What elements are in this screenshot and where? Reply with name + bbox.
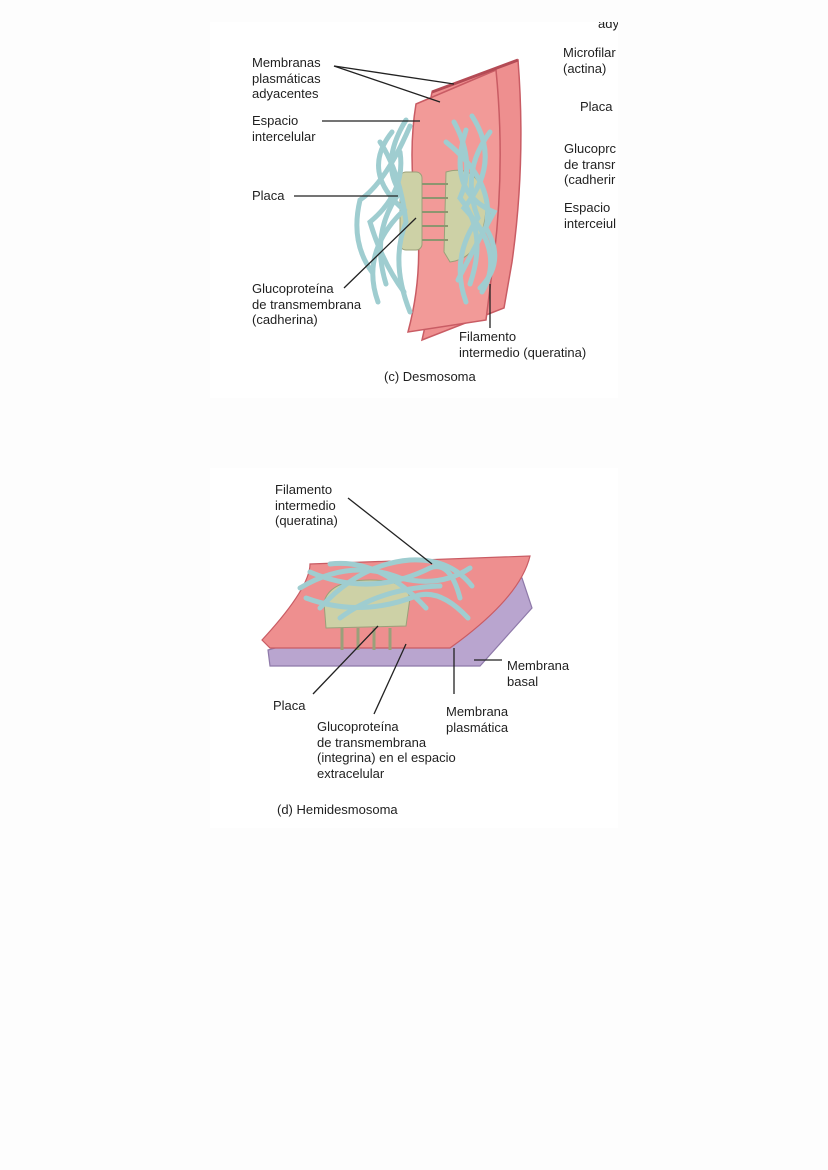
- label-glucoproteina: Glucoproteína de transmembrana (cadherin…: [252, 281, 362, 327]
- label-hd-filamento: Filamento intermedio (queratina): [275, 482, 338, 528]
- desmosoma-leader-lines: [294, 65, 491, 328]
- label-hd-placa: Placa: [273, 698, 306, 713]
- label-membranas: Membranas plasmáticas adyacentes: [252, 55, 321, 101]
- hemidesmosoma-panel: Filamento intermedio (queratina) Membran…: [210, 468, 618, 828]
- hemidesmosoma-leader-lines: [312, 497, 502, 715]
- label-hd-membrana-basal: Membrana basal: [507, 658, 570, 689]
- label-filamento: Filamento intermedio (queratina): [459, 329, 587, 360]
- hemidesmosoma-caption: (d) Hemidesmosoma: [277, 802, 398, 817]
- label-hd-membrana-plasmatica: Membrana plasmática: [446, 704, 509, 735]
- cut-label-microfilamento: Microfilar (actina): [563, 45, 616, 76]
- cut-label-top: ady: [598, 22, 618, 31]
- desmosoma-caption: (c) Desmosoma: [384, 369, 476, 384]
- cut-label-placa: Placa: [580, 99, 613, 114]
- label-espacio-intercelular: Espacio intercelular: [252, 113, 316, 144]
- cut-label-espacio: Espacio interceiul: [564, 200, 617, 231]
- integrin-legs: [340, 628, 392, 650]
- filaments-right: [443, 113, 498, 305]
- cut-label-glucoproteina: Glucoprc de transr (cadherir: [564, 141, 617, 187]
- desmosoma-panel: Membranas plasmáticas adyacentes Espacio…: [210, 22, 618, 398]
- cadherin-bridges: [422, 183, 448, 241]
- filaments-left: [354, 117, 413, 315]
- hemidesmosoma-filaments: [297, 557, 475, 621]
- label-hd-glucoproteina: Glucoproteína de transmembrana (integrin…: [317, 719, 456, 781]
- desmosoma-illustration: [294, 58, 522, 342]
- hemidesmosoma-illustration: [261, 497, 533, 715]
- label-placa: Placa: [252, 188, 285, 203]
